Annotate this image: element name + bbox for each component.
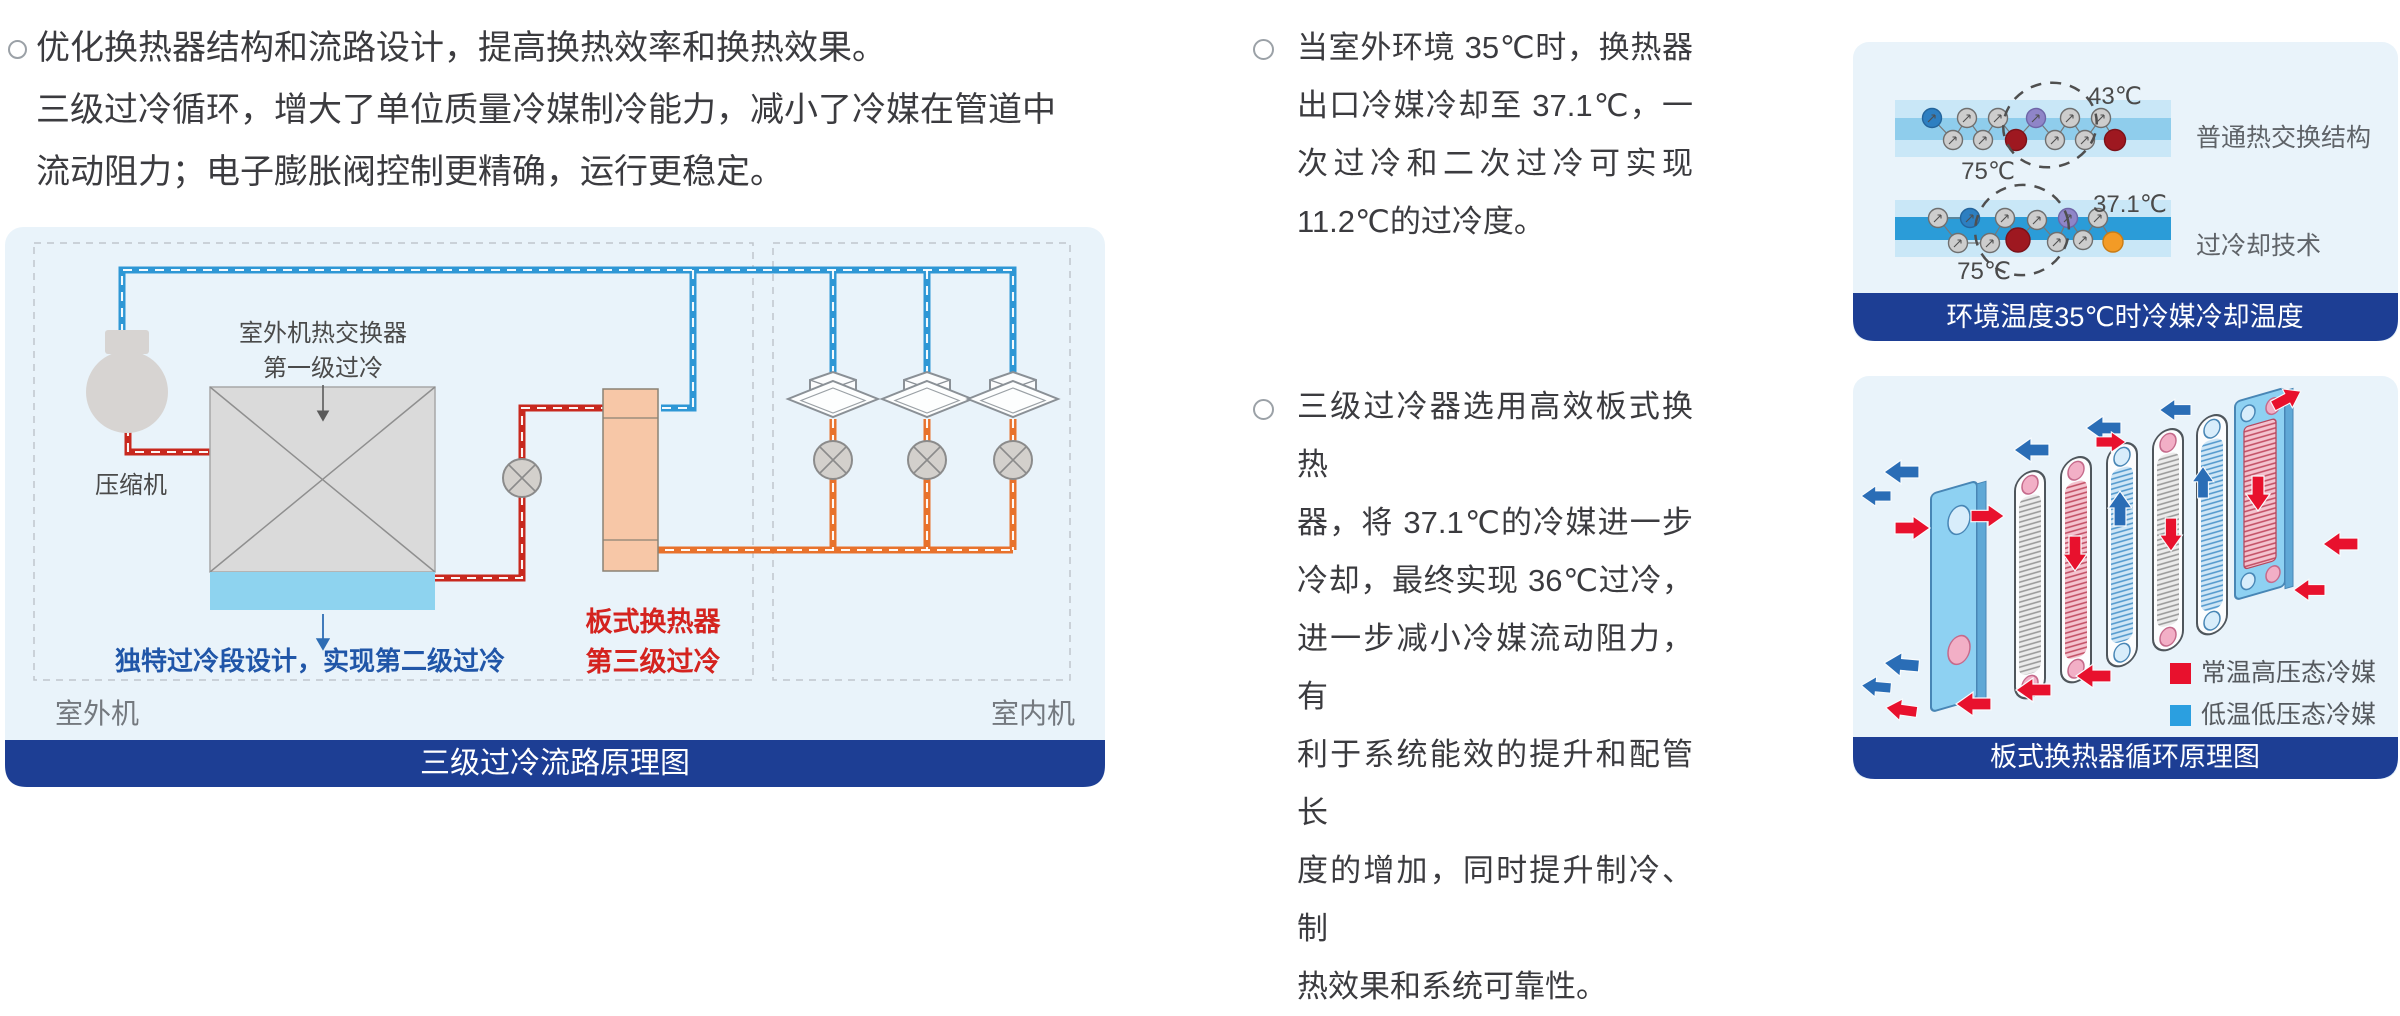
bullet1-paragraph: 当室外环境 35℃时，换热器 出口冷媒冷却至 37.1℃，一 次过冷和二次过冷可… (1297, 19, 1693, 251)
bullet2-line-1: 三级过冷器选用高效板式换热 (1297, 389, 1693, 482)
bullet2-line-6: 度的增加，同时提升制冷、制 (1297, 853, 1693, 946)
intro-paragraph: 优化换热器结构和流路设计，提高换热效率和换热效果。 三级过冷循环，增大了单位质量… (36, 17, 1106, 203)
outdoor-zone-box (33, 242, 754, 681)
intro-line-3: 流动阻力；电子膨胀阀控制更精确，运行更稳定。 (36, 153, 784, 191)
subcool-pipe-icon (1895, 183, 2171, 277)
bullet-icon (8, 40, 27, 59)
hx-label-line2: 第一级过冷 (263, 355, 383, 382)
intro-line-2: 三级过冷循环，增大了单位质量冷媒制冷能力，减小了冷媒在管道中 (36, 91, 1056, 129)
plate-caption: 板式换热器循环原理图 (1990, 742, 2260, 772)
highlight-circle-icon (2002, 81, 2098, 169)
plate-hx-label-line2: 第三级过冷 (586, 646, 721, 677)
bullet1-line-3: 次过冷和二次过冷可实现 (1297, 146, 1693, 181)
legend-red-swatch (2170, 663, 2191, 684)
plate-diagram-panel: 常温高压态冷媒 低温低压态冷媒 板式换热器循环原理图 (1853, 376, 2398, 779)
bullet2-line-7: 热效果和系统可靠性。 (1297, 969, 1607, 1004)
subcool-strip-icon (210, 572, 435, 610)
subcool-tech-label: 过冷却技术 (2196, 232, 2321, 260)
temp-caption: 环境温度35℃时冷媒冷却温度 (1946, 302, 2303, 332)
expansion-valve-icon (502, 458, 542, 498)
plate-caption-banner (1853, 737, 2398, 779)
hx-label-line1: 室外机热交换器 (239, 320, 407, 347)
compressor-label: 压缩机 (95, 472, 167, 499)
bullet2-paragraph: 三级过冷器选用高效板式换热 器，将 37.1℃的冷媒进一步 冷却，最终实现 36… (1297, 378, 1693, 1016)
expansion-valve-icon (813, 440, 853, 480)
indoor-zone-label: 室内机 (991, 698, 1075, 729)
legend-blue-swatch (2170, 705, 2191, 726)
plate-hx-label-line1: 板式换热器 (586, 607, 722, 637)
flow-panel-bg (5, 227, 1105, 787)
page: { "intro": { "lines": [ "优化换热器结构和流路设计，提高… (5, 17, 2398, 1004)
expansion-valve-icon (907, 440, 947, 480)
plate-hx-icon (602, 388, 659, 572)
normal-temp-bottom: 75℃ (1961, 158, 2015, 185)
temp-caption-banner (1853, 293, 2398, 341)
bullet1-line-4: 11.2℃的过冷度。 (1297, 204, 1545, 239)
subcool-label: 独特过冷段设计，实现第二级过冷 (115, 646, 505, 676)
flow-caption-banner (5, 740, 1105, 787)
indoor-zone-box (772, 242, 1071, 681)
legend-red-label: 常温高压态冷媒 (2201, 659, 2376, 687)
bullet1-line-1: 当室外环境 35℃时，换热器 (1297, 30, 1693, 65)
bullet1-line-2: 出口冷媒冷却至 37.1℃，一 (1297, 88, 1693, 123)
normal-structure-label: 普通热交换结构 (2196, 124, 2371, 152)
intro-line-1: 优化换热器结构和流路设计，提高换热效率和换热效果。 (36, 29, 886, 67)
outdoor-zone-label: 室外机 (55, 698, 139, 729)
legend-blue-label: 低温低压态冷媒 (2201, 701, 2376, 729)
bullet2-line-4: 进一步减小冷媒流动阻力，有 (1297, 621, 1693, 714)
compressor-icon (86, 330, 168, 433)
bullet-icon (1253, 399, 1274, 420)
bullet-icon (1253, 39, 1274, 60)
subcool-temp-top: 37.1℃ (2093, 191, 2167, 218)
plate-stack-illustration (1859, 381, 2359, 724)
bullet2-line-5: 利于系统能效的提升和配管长 (1297, 737, 1693, 830)
gas-pipe (118, 266, 1017, 412)
flow-caption: 三级过冷流路原理图 (420, 747, 690, 780)
subcool-temp-bottom: 75℃ (1957, 258, 2011, 285)
bullet2-line-3: 冷却，最终实现 36℃过冷， (1297, 563, 1693, 598)
outdoor-hx-icon (209, 386, 436, 610)
expansion-valve-icon (993, 440, 1033, 480)
temp-diagram-panel: 43℃ 75℃ 普通热交换结构 37.1℃ 75℃ 过冷却技术 环境温度35℃时… (1853, 42, 2398, 341)
normal-pipe-icon (1895, 81, 2171, 169)
flow-diagram-panel: 压缩机 室外机热交换器 第一级过冷 独特过冷段设计，实现第二级过冷 板式换热器 … (5, 227, 1105, 787)
normal-temp-top: 43℃ (2088, 83, 2142, 110)
highlight-circle-icon (1973, 183, 2071, 277)
bullet2-line-2: 器，将 37.1℃的冷媒进一步 (1297, 505, 1693, 540)
legend: 常温高压态冷媒 低温低压态冷媒 (2170, 659, 2376, 729)
